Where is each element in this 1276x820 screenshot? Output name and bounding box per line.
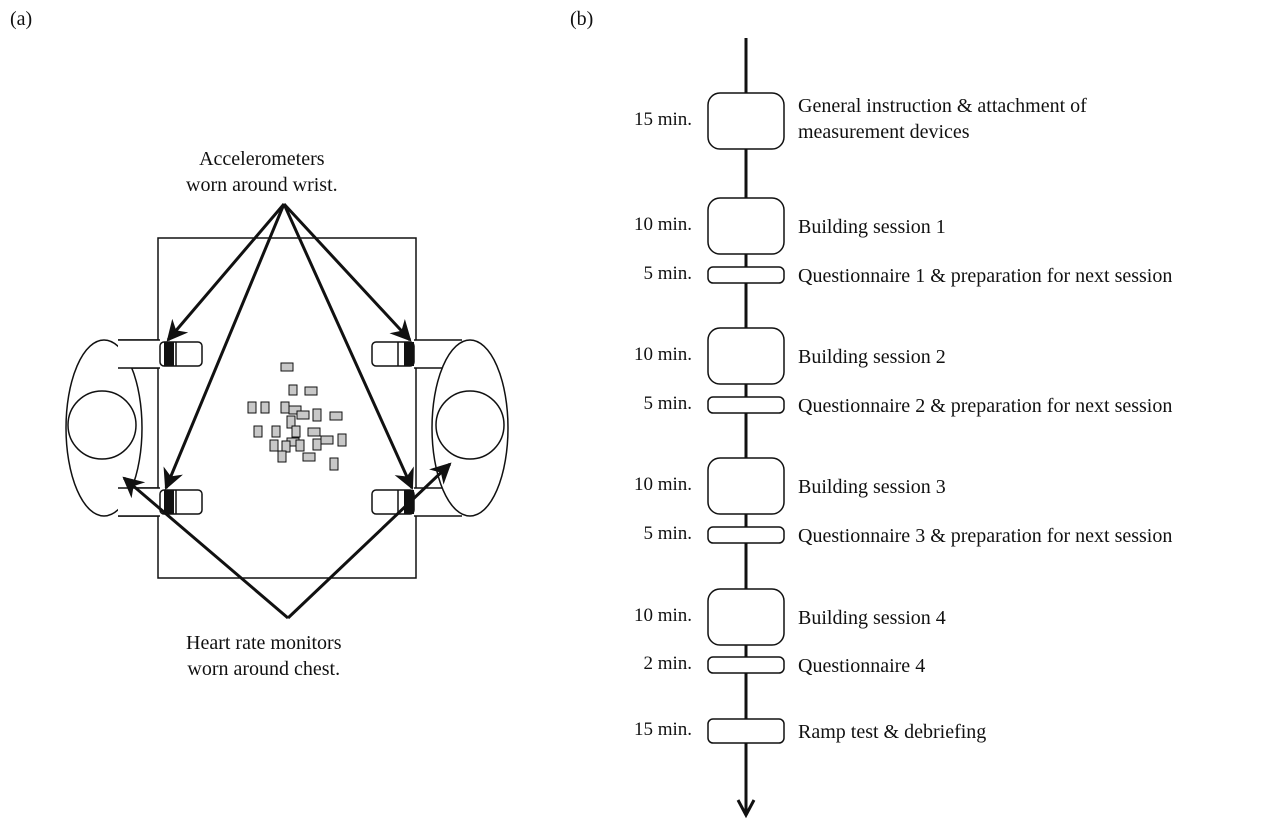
step-description: Building session 3 [798, 474, 946, 500]
timeline-step-box [707, 92, 785, 150]
step-duration: 10 min. [633, 474, 692, 495]
building-blocks [247, 362, 347, 471]
timeline-step-box [707, 266, 785, 284]
step-description-line: Questionnaire 3 & preparation for next s… [798, 525, 1173, 547]
left-upper-accelerometer [164, 342, 174, 366]
step-description-line: Building session 3 [798, 476, 946, 498]
accelerometer-annotation: Accelerometers worn around wrist. [186, 146, 338, 198]
timeline-step-box [707, 396, 785, 414]
step-description: Building session 1 [798, 214, 946, 240]
step-description: Building session 4 [798, 605, 946, 631]
step-duration: 15 min. [633, 109, 692, 130]
step-description: Questionnaire 3 & preparation for next s… [798, 523, 1172, 549]
step-description: Building session 2 [798, 344, 946, 370]
step-duration: 15 min. [633, 719, 692, 740]
step-duration: 5 min. [643, 393, 692, 414]
left-upper-arm [118, 340, 160, 368]
timeline-step-box [707, 718, 785, 744]
step-duration: 10 min. [633, 605, 692, 626]
timeline-step-box [707, 457, 785, 515]
step-duration: 5 min. [643, 523, 692, 544]
step-description-line: Building session 2 [798, 346, 946, 368]
step-duration: 10 min. [633, 344, 692, 365]
right-upper-accelerometer [404, 342, 414, 366]
heart-rate-annotation-line-1: Heart rate monitors [186, 632, 342, 654]
heart-rate-arrows [122, 462, 452, 620]
panel-a-label: (a) [10, 8, 33, 30]
setup-diagram [65, 202, 509, 620]
step-description-line: General instruction & attachment of [798, 95, 1087, 117]
timeline-step-box [707, 197, 785, 255]
step-description-line: Questionnaire 1 & preparation for next s… [798, 265, 1173, 287]
heart-rate-annotation-line-2: worn around chest. [187, 658, 341, 680]
accelerometer-annotation-line-1: Accelerometers [199, 148, 325, 170]
step-description-line: Questionnaire 2 & preparation for next s… [798, 395, 1173, 417]
timeline-step-box [707, 526, 785, 544]
table [157, 237, 417, 579]
step-duration: 5 min. [643, 263, 692, 284]
step-description-line: measurement devices [798, 121, 970, 143]
step-description-line: Building session 4 [798, 607, 946, 629]
step-duration: 2 min. [643, 653, 692, 674]
step-description-line: Questionnaire 4 [798, 655, 926, 677]
panel-b-label: (b) [570, 8, 594, 30]
step-description: Questionnaire 2 & preparation for next s… [798, 393, 1172, 419]
left-participant-head [67, 390, 137, 460]
step-description-line: Building session 1 [798, 216, 946, 238]
heart-rate-annotation: Heart rate monitors worn around chest. [186, 630, 342, 682]
step-description: General instruction & attachment of measu… [798, 93, 1087, 145]
timeline-arrowhead [736, 799, 756, 819]
accelerometer-arrows [163, 202, 414, 490]
timeline-step-box [707, 327, 785, 385]
accelerometer-annotation-line-2: worn around wrist. [186, 174, 338, 196]
left-lower-accelerometer [164, 490, 174, 514]
step-description-line: Ramp test & debriefing [798, 721, 987, 743]
timeline-step-box [707, 656, 785, 674]
step-description: Questionnaire 1 & preparation for next s… [798, 263, 1172, 289]
step-description: Questionnaire 4 [798, 653, 925, 679]
step-duration: 10 min. [633, 214, 692, 235]
step-description: Ramp test & debriefing [798, 719, 986, 745]
timeline-step-box [707, 588, 785, 646]
right-participant-head [435, 390, 505, 460]
